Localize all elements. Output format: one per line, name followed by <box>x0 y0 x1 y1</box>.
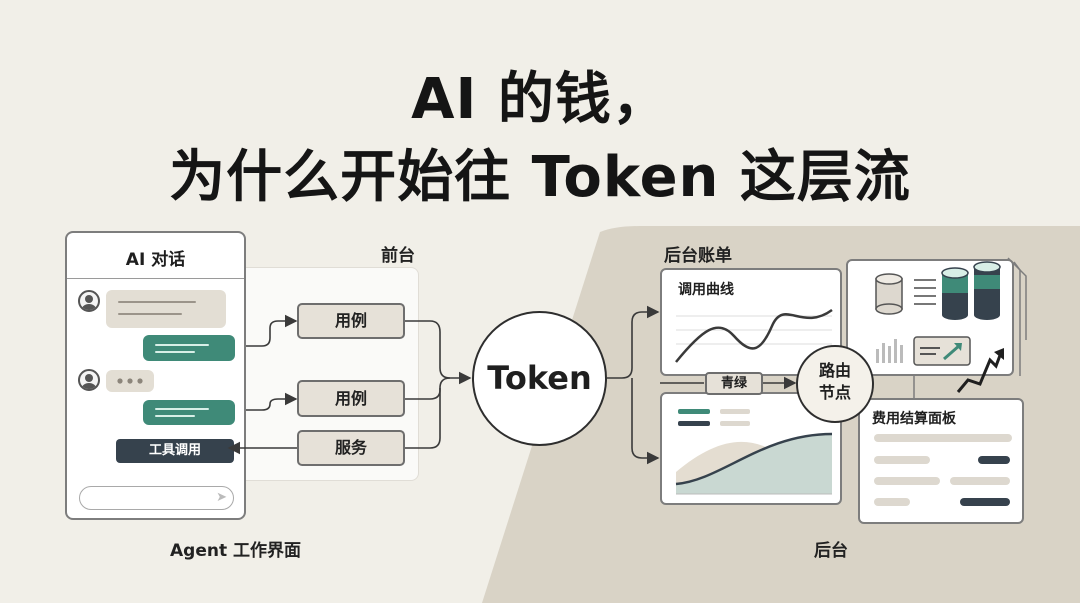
tool-call-button[interactable]: 工具调用 <box>116 439 234 463</box>
typing-indicator-bubble <box>106 370 154 392</box>
usage-area-chart <box>675 409 833 495</box>
billing-panel: 费用结算面板 <box>858 398 1024 524</box>
chat-title: AI 对话 <box>125 250 186 270</box>
call-curve-chart <box>675 308 833 363</box>
use-case-box-1: 用例 <box>297 303 405 339</box>
service-box: 服务 <box>297 430 405 466</box>
user-message-bubble <box>106 290 226 328</box>
call-curve-title: 调用曲线 <box>678 282 734 298</box>
database-cylinder-icon <box>973 261 1001 320</box>
assistant-message-bubble <box>143 335 235 361</box>
qinglu-tag: 青绿 <box>705 372 763 395</box>
user-avatar-icon <box>78 369 100 391</box>
dashboard-panel <box>846 259 1014 376</box>
database-cylinder-icon <box>941 267 969 320</box>
front-label: 前台 <box>381 246 415 266</box>
user-avatar-icon <box>78 290 100 312</box>
backstage-caption: 后台 <box>814 541 848 561</box>
use-case-box-2: 用例 <box>297 380 405 417</box>
chat-input[interactable]: ➤ <box>79 486 234 510</box>
token-node: Token <box>472 311 607 446</box>
chat-divider <box>67 278 244 279</box>
chat-caption: Agent 工作界面 <box>170 541 302 561</box>
chat-window: AI 对话 工具调用 ➤ <box>65 231 246 520</box>
send-icon[interactable]: ➤ <box>216 490 227 505</box>
billing-panel-title: 费用结算面板 <box>872 411 956 427</box>
routing-node-line1: 路由 <box>818 361 851 380</box>
page-title-line2: 为什么开始往 Token 这层流 <box>169 145 911 210</box>
bill-label: 后台账单 <box>664 246 732 266</box>
typing-dots-icon <box>117 378 143 384</box>
database-cylinder-icon <box>875 273 903 315</box>
routing-node-line2: 节点 <box>818 383 851 402</box>
dashboard-graphic <box>875 261 1001 366</box>
page-title-line1: AI 的钱， <box>411 67 669 132</box>
routing-node: 路由 节点 <box>796 345 874 423</box>
assistant-message-bubble <box>143 400 235 425</box>
